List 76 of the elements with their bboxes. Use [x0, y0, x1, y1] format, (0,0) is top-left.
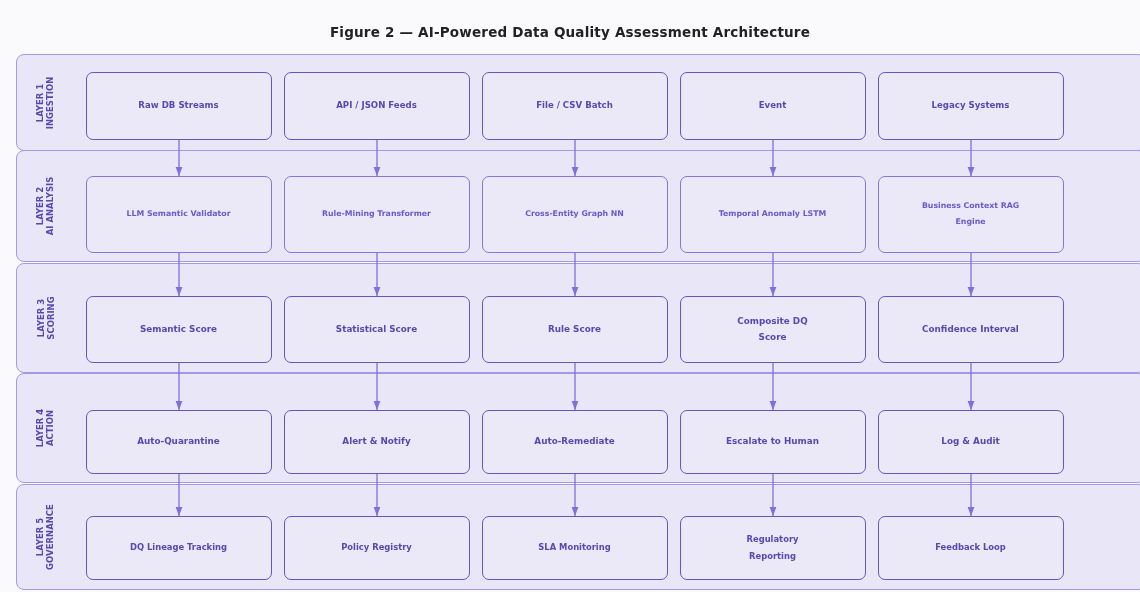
layer-label: LAYER 2 AI ANALYSIS — [34, 176, 55, 236]
component-box — [481, 515, 668, 580]
component-box — [85, 515, 272, 580]
arrow — [571, 362, 579, 411]
arrow — [571, 139, 579, 177]
arrow — [769, 252, 777, 297]
component-box — [679, 515, 866, 580]
arrow — [967, 139, 975, 177]
component-label: Event — [758, 99, 787, 113]
arrow — [967, 362, 975, 411]
component-box — [679, 409, 866, 474]
layer-label: LAYER 1 INGESTION — [35, 76, 56, 129]
arrow — [373, 473, 381, 517]
component-label: API / JSON Feeds — [336, 99, 417, 113]
component-box — [877, 409, 1064, 474]
figure-title: Figure 2 — AI-Powered Data Quality Assessment Architecture — [328, 24, 812, 40]
arrow — [175, 473, 183, 517]
layer-band — [16, 373, 1140, 483]
component-box — [283, 175, 470, 253]
component-label: Composite DQ Score — [736, 314, 809, 344]
component-box — [85, 409, 272, 474]
component-box — [283, 515, 470, 580]
component-box — [877, 71, 1064, 140]
component-box — [481, 295, 668, 363]
component-box — [481, 71, 668, 140]
layer-band — [16, 484, 1140, 590]
layer-label: LAYER 4 ACTION — [34, 408, 55, 448]
arrow — [373, 252, 381, 297]
layer-band — [16, 150, 1140, 262]
arrow — [769, 473, 777, 517]
arrow — [373, 139, 381, 177]
component-box — [481, 409, 668, 474]
component-label: Regulatory Reporting — [745, 533, 800, 563]
arrow — [175, 362, 183, 411]
component-label: Feedback Loop — [935, 541, 1006, 555]
layer-label: LAYER 3 SCORING — [35, 296, 56, 340]
component-box — [679, 295, 866, 363]
component-label: File / CSV Batch — [536, 99, 613, 113]
component-label: Auto-Quarantine — [137, 435, 220, 449]
component-label: Alert & Notify — [342, 435, 411, 449]
arrow — [175, 139, 183, 177]
component-box — [679, 71, 866, 140]
component-label: Auto-Remediate — [534, 435, 615, 449]
component-label: SLA Monitoring — [538, 541, 611, 555]
component-label: DQ Lineage Tracking — [130, 541, 227, 555]
component-box — [85, 295, 272, 363]
component-box — [283, 71, 470, 140]
component-label: Log & Audit — [941, 435, 1000, 449]
component-label: Confidence Interval — [922, 322, 1019, 336]
component-label: Policy Registry — [341, 541, 412, 555]
arrow — [373, 362, 381, 411]
arrow — [769, 139, 777, 177]
arrow — [571, 473, 579, 517]
component-box — [85, 71, 272, 140]
layer-label: LAYER 5 GOVERNANCE — [34, 504, 55, 570]
arrow — [967, 473, 975, 517]
arrow — [769, 362, 777, 411]
arrow — [967, 252, 975, 297]
arrow — [175, 252, 183, 297]
component-box — [679, 175, 866, 253]
component-box — [877, 295, 1064, 363]
component-label: Rule Score — [548, 322, 601, 336]
component-box — [877, 515, 1064, 580]
component-label: Statistical Score — [335, 322, 418, 336]
component-box — [283, 295, 470, 363]
layer-band — [16, 54, 1140, 151]
layer-band — [16, 263, 1140, 373]
component-label: Legacy Systems — [931, 99, 1010, 113]
component-label: Raw DB Streams — [138, 99, 219, 113]
arrow — [571, 252, 579, 297]
component-label: Escalate to Human — [726, 435, 819, 449]
component-box — [877, 175, 1064, 253]
component-label: Semantic Score — [139, 322, 218, 336]
component-box — [85, 175, 272, 253]
component-box — [481, 175, 668, 253]
component-box — [283, 409, 470, 474]
